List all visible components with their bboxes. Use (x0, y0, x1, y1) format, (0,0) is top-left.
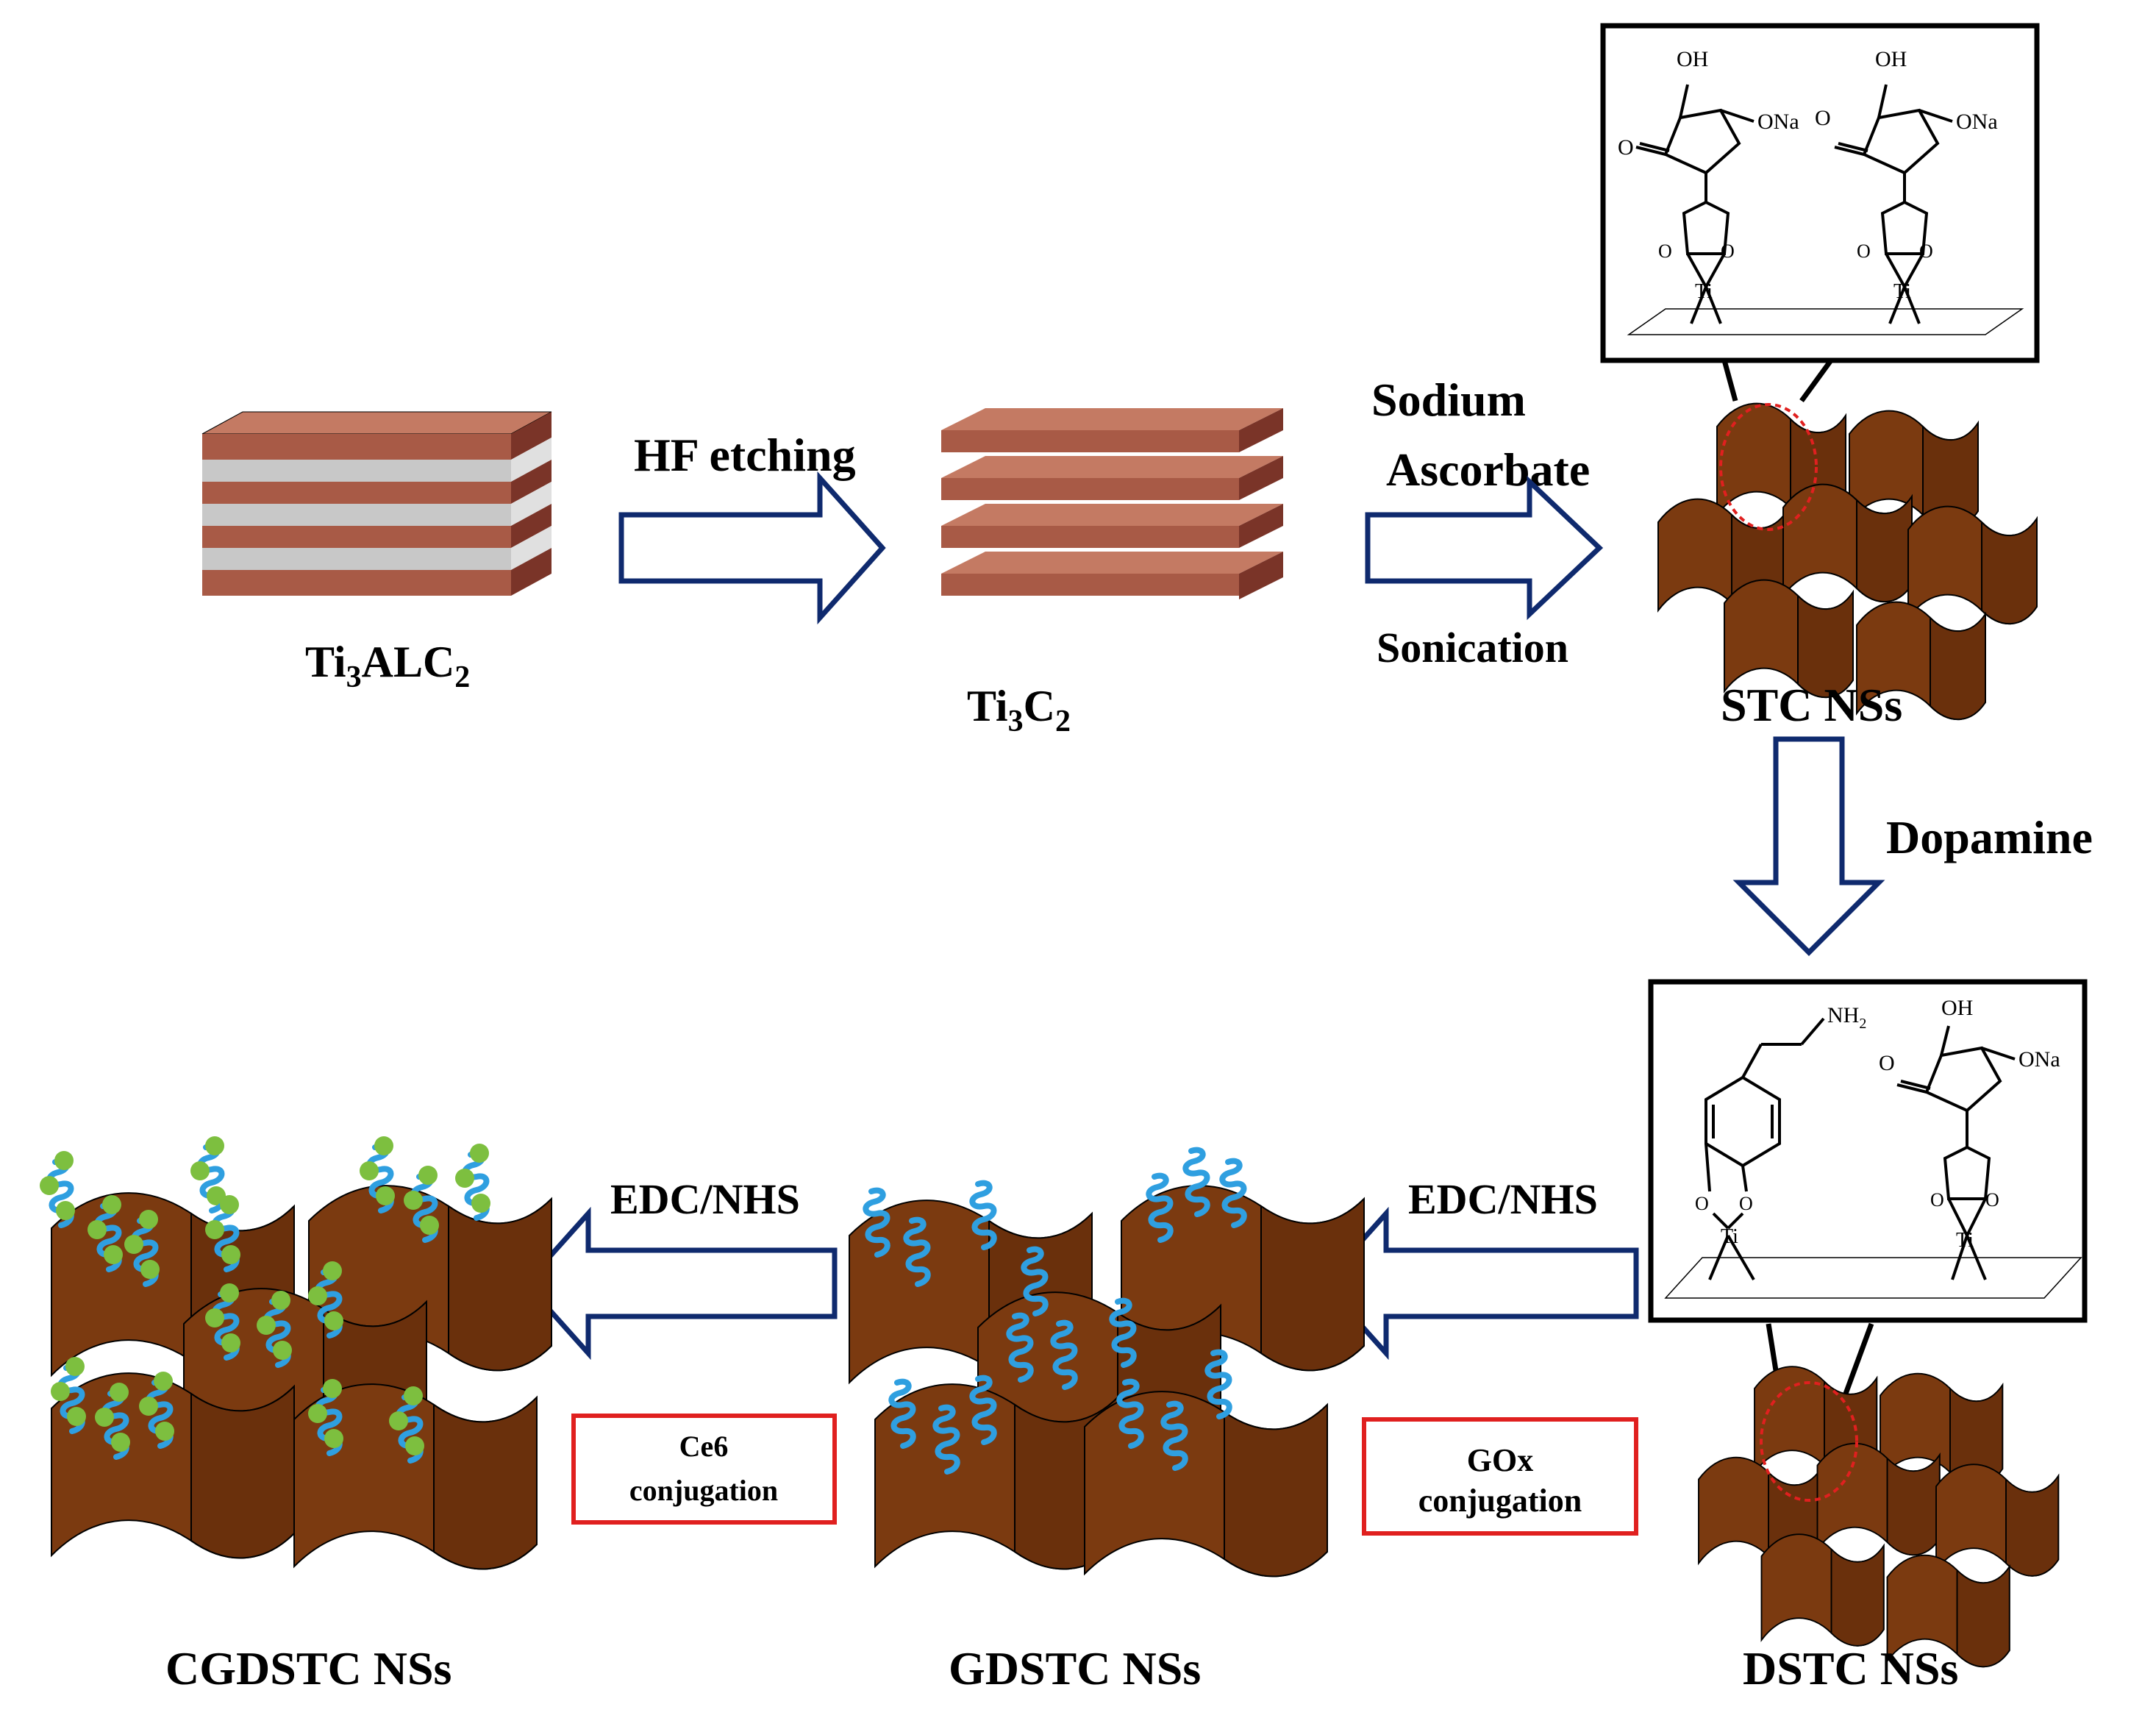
svg-text:Ti: Ti (1695, 280, 1713, 303)
ti3alc2-label: Ti3ALC2 (305, 638, 470, 694)
dstc-label: DSTC NSs (1743, 1642, 1958, 1694)
svg-text:ONa: ONa (2018, 1047, 2060, 1072)
svg-text:O: O (1695, 1193, 1709, 1214)
svg-text:Ce6: Ce6 (679, 1430, 729, 1463)
svg-text:OH: OH (1941, 996, 1973, 1020)
svg-text:Ti: Ti (1893, 280, 1911, 303)
edc-nhs-arrow-2 (522, 1206, 838, 1361)
edc-nhs-label-2: EDC/NHS (610, 1175, 800, 1223)
ti3c2-label: Ti3C2 (967, 682, 1071, 738)
gdstc-label: GDSTC NSs (949, 1642, 1201, 1694)
stc-chem-box: OH ONa O O O Ti OH ONa O O O Ti (1600, 23, 2040, 363)
svg-text:Ti: Ti (1721, 1225, 1738, 1248)
svg-text:O: O (1930, 1189, 1944, 1211)
ti3c2-stack (941, 408, 1283, 599)
cgdstc-structure (40, 1136, 552, 1570)
ti3alc2-stack (201, 411, 552, 596)
svg-text:O: O (1985, 1189, 1999, 1211)
gox-conjugation-box (1362, 1417, 1638, 1536)
dstc-zoom-circle (1760, 1381, 1858, 1502)
svg-text:O: O (1739, 1193, 1753, 1214)
svg-text:OH: OH (1875, 47, 1907, 71)
svg-text:O: O (1658, 240, 1672, 262)
sonication-label: Sonication (1377, 624, 1568, 671)
svg-text:O: O (1721, 240, 1735, 262)
gdstc-structure (849, 1150, 1365, 1578)
hf-etching-label: HF etching (634, 429, 856, 481)
ce6-conjugation-box (571, 1414, 837, 1525)
svg-text:conjugation: conjugation (1418, 1483, 1582, 1519)
svg-text:O: O (1919, 240, 1933, 262)
svg-text:O: O (1857, 240, 1871, 262)
dstc-chem-box: NH2 O O Ti OH ONa O O O Ti (1648, 979, 2088, 1323)
dopamine-label: Dopamine (1886, 811, 2093, 863)
edc-nhs-label-1: EDC/NHS (1408, 1175, 1598, 1223)
edc-nhs-arrow-1 (1320, 1206, 1639, 1361)
stc-label: STC NSs (1721, 679, 1902, 731)
sodium-label: Sodium (1371, 374, 1526, 426)
svg-text:OH: OH (1677, 47, 1708, 71)
ascorbate-label: Ascorbate (1386, 443, 1590, 496)
svg-text:conjugation: conjugation (629, 1474, 778, 1507)
stc-structure (1658, 404, 2037, 720)
nh2-label: NH2 (1827, 1003, 1866, 1032)
dstc-structure (1699, 1366, 2058, 1667)
svg-text:GOx: GOx (1467, 1442, 1533, 1478)
dopamine-arrow (1732, 736, 1885, 956)
svg-text:Ti: Ti (1956, 1229, 1974, 1252)
svg-text:ONa: ONa (1757, 110, 1799, 134)
svg-text:O: O (1815, 106, 1831, 130)
svg-text:O: O (1618, 135, 1634, 160)
svg-text:ONa: ONa (1956, 110, 1998, 134)
svg-text:O: O (1879, 1051, 1895, 1075)
stc-zoom-circle (1719, 403, 1818, 531)
cgdstc-label: CGDSTC NSs (165, 1642, 451, 1694)
hf-arrow (618, 471, 886, 625)
sodium-ascorbate-arrow (1365, 475, 1604, 621)
